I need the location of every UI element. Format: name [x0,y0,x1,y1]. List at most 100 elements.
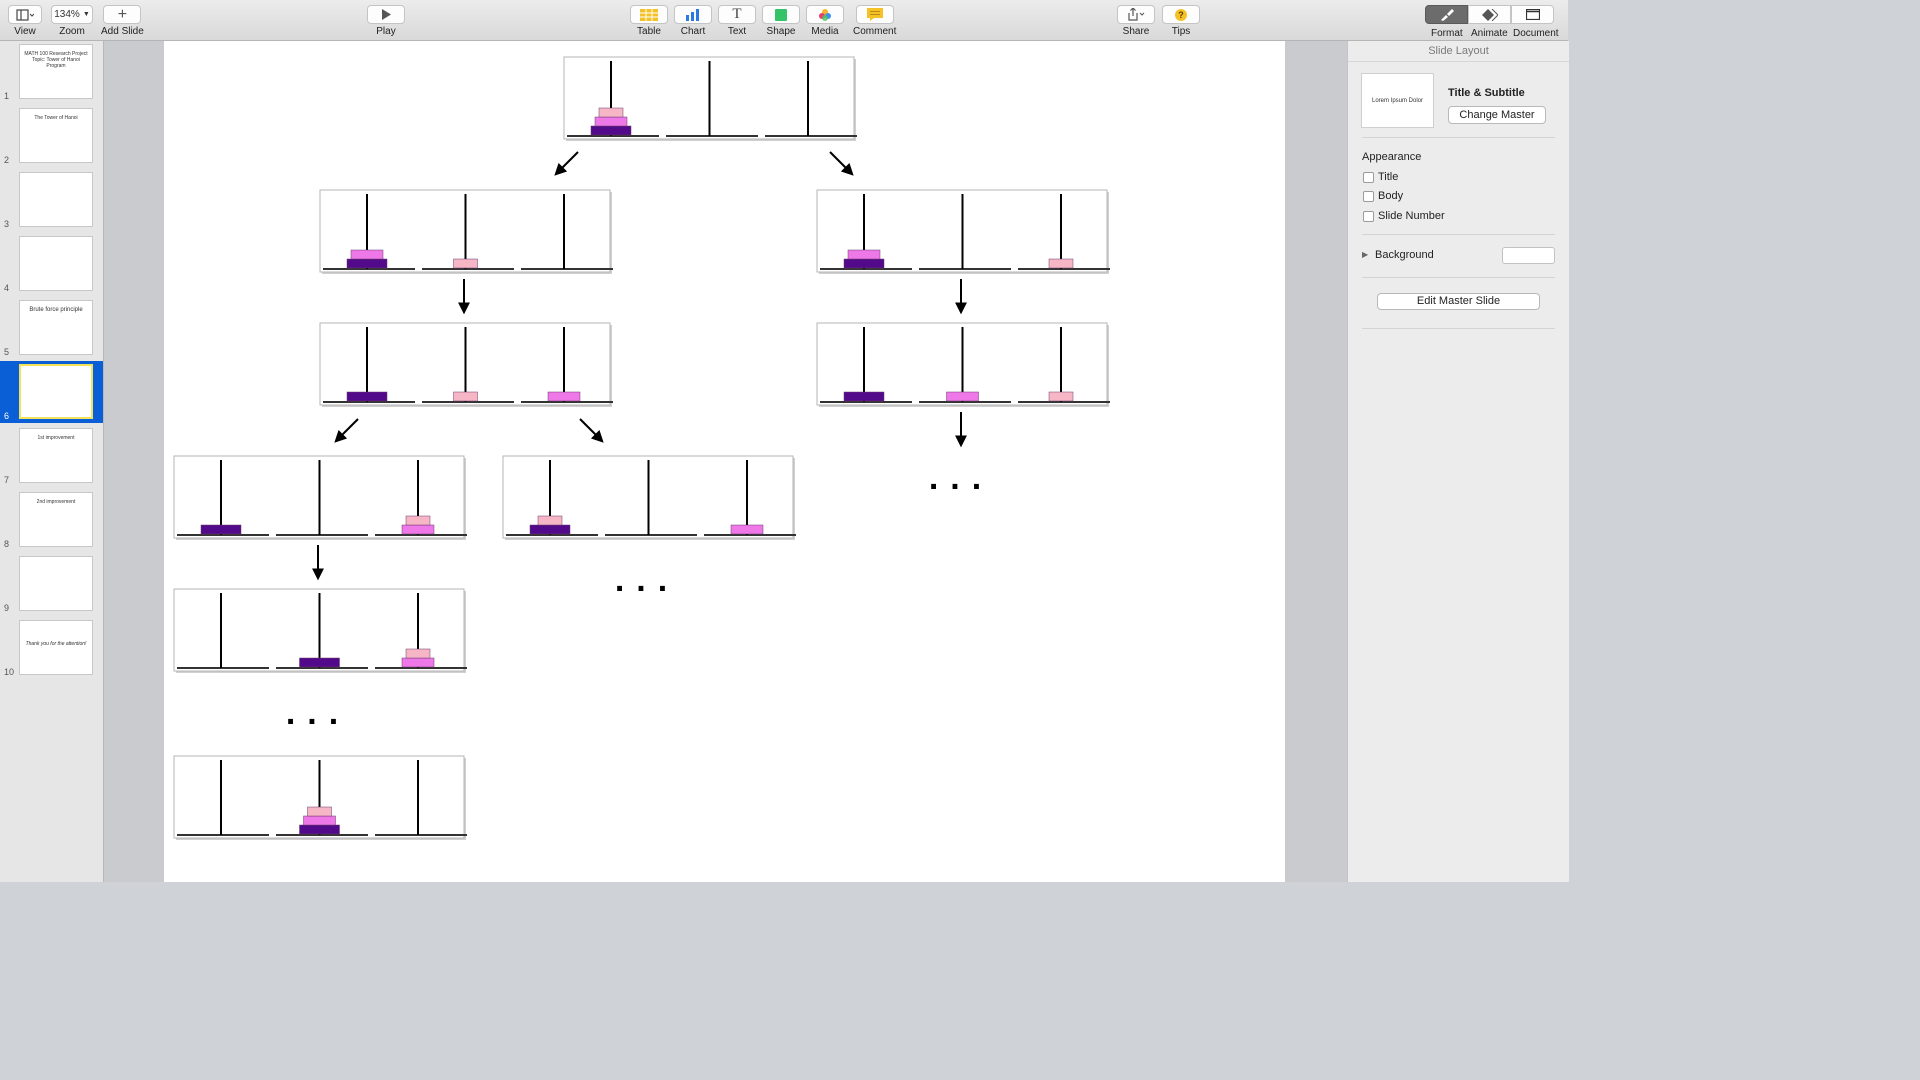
table-icon [640,8,658,21]
slide-thumbnail-preview: Brute force principle [19,300,93,355]
slide-thumbnail-preview: 2nd improvement [19,492,93,547]
tips-label: Tips [1171,26,1191,37]
toolbar: View 134%▼ Zoom + Add Slide Play Table C… [0,0,1568,41]
arrow-l2left-to-l3left [334,418,359,443]
chart-control[interactable]: Chart [674,5,712,37]
chart-button[interactable] [674,5,712,24]
slide-number: 4 [4,283,10,293]
slide-number-checkbox[interactable] [1363,211,1374,222]
hanoi-panel-l1-left [319,189,613,274]
hanoi-panel-l1-right [816,189,1110,274]
sidebar-icon [16,8,34,21]
disk-medium [547,391,581,402]
hanoi-panel-l3-mid [502,455,796,540]
slide-thumbnail-7[interactable]: 7 1st improvement [0,425,103,487]
layout-preview-text: Lorem Ipsum Dolor [1371,97,1424,104]
play-control[interactable]: Play [367,5,405,37]
slide-number: 2 [4,155,10,165]
slide-number: 10 [4,667,15,677]
add-slide-button[interactable]: + [103,5,142,24]
slide-number: 7 [4,475,10,485]
question-icon: ? [1175,8,1187,21]
background-color-well[interactable] [1502,247,1555,264]
media-control[interactable]: Media [806,5,844,37]
animate-button[interactable] [1468,5,1511,24]
body-checkbox[interactable] [1363,191,1374,202]
slide-thumbnail-text [20,557,92,569]
slide-thumbnail-10[interactable]: 10 Thank you for the attention! [0,617,103,679]
document-button[interactable] [1511,5,1554,24]
slide-thumbnail-3[interactable]: 3 [0,169,103,231]
shape-control[interactable]: Shape [762,5,800,37]
slide-thumbnail-text: 2nd improvement [36,499,76,505]
add-slide-control[interactable]: + Add Slide [101,5,144,37]
chart-icon [686,8,699,21]
tips-control[interactable]: ? Tips [1162,5,1200,37]
play-button[interactable] [367,5,405,24]
comment-control[interactable]: Comment [853,5,896,37]
hanoi-panel-l2-left [319,322,613,407]
disk-medium [594,116,628,127]
ellipsis-right: ... [929,459,993,497]
text-icon: T [732,6,742,22]
media-label: Media [811,26,839,37]
disk-large [299,657,340,668]
share-control[interactable]: Share [1117,5,1155,37]
slide-thumbnail-text [21,366,91,378]
disclosure-triangle-icon[interactable]: ▶ [1362,250,1369,259]
appearance-heading: Appearance [1362,151,1422,163]
hanoi-panel-goal [173,755,467,840]
text-button[interactable]: T [718,5,756,24]
view-control[interactable]: View [8,5,42,37]
disk-large [346,258,388,269]
zoom-select[interactable]: 134%▼ [51,5,93,24]
slide-number-checkbox-label: Slide Number [1378,210,1445,222]
table-button[interactable] [630,5,668,24]
view-button[interactable] [8,5,42,24]
text-control[interactable]: T Text [718,5,756,37]
disk-small [1048,391,1074,402]
shape-button[interactable] [762,5,800,24]
slide-diagram: ... ... ... [173,56,1110,840]
zoom-control[interactable]: 134%▼ Zoom [51,5,93,37]
slide-number: 9 [4,603,10,613]
title-checkbox[interactable] [1363,172,1374,183]
photos-icon [819,8,831,21]
tips-button[interactable]: ? [1162,5,1200,24]
share-button[interactable] [1117,5,1155,24]
table-label: Table [637,26,661,37]
shape-label: Shape [766,26,796,37]
disk-large [590,125,632,136]
disk-small [405,648,431,659]
chevron-down-icon: ▼ [82,11,90,18]
slide-number: 1 [4,91,10,101]
layout-preview[interactable]: Lorem Ipsum Dolor [1361,73,1434,128]
table-control[interactable]: Table [630,5,668,37]
format-label: Format [1431,28,1463,39]
title-checkbox-label: Title [1378,171,1399,183]
comment-icon [866,8,883,21]
slide-thumbnail-4[interactable]: 4 [0,233,103,295]
format-button[interactable] [1425,5,1468,24]
edit-master-slide-button[interactable]: Edit Master Slide [1377,293,1540,310]
slide-thumbnail-text: 1st improvement [37,435,75,441]
media-button[interactable] [806,5,844,24]
slide-thumbnail-text: Thank you for the attention! [25,641,87,647]
slide-thumbnail-9[interactable]: 9 [0,553,103,615]
slide-thumbnail-text: Brute force principle [29,307,83,313]
chart-label: Chart [680,26,706,37]
share-icon [1128,8,1145,21]
play-icon [382,9,391,20]
change-master-button[interactable]: Change Master [1448,106,1546,124]
view-label: View [14,26,36,37]
slide-thumbnail-6[interactable]: 6 [0,361,103,423]
hanoi-panel-l4 [173,588,467,673]
comment-button[interactable] [855,5,894,24]
arrow-l2left-to-l3mid [579,418,604,443]
slide[interactable]: ... ... ... [164,41,1285,882]
zoom-label: Zoom [59,26,85,37]
